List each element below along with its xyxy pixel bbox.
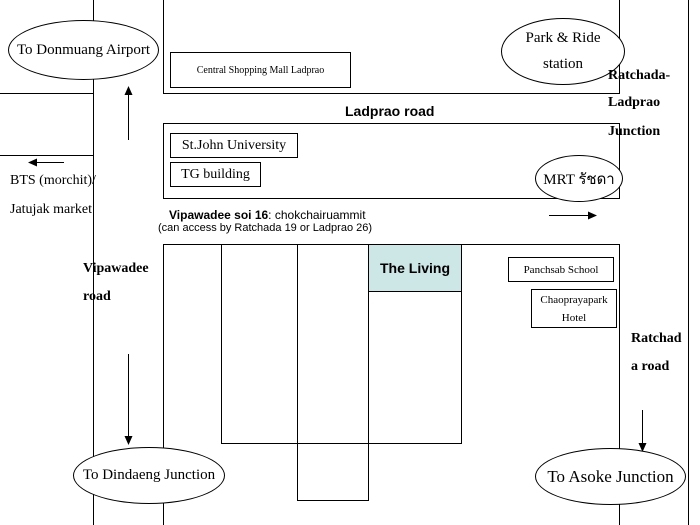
stjohn-university-box[interactable]: St.John University: [170, 133, 298, 158]
junction-label-line3: Junction: [608, 124, 661, 139]
vipawadee-road-label-line1: Vipawadee: [83, 261, 149, 276]
ratchada-road-label-line1: Ratchad: [631, 331, 682, 346]
bts-label-line2: Jatujak market: [10, 202, 93, 217]
arrow-north-head: [124, 86, 133, 95]
arrow-east-head: [588, 211, 597, 220]
mrt-station-label: MRT รัชดา: [543, 171, 615, 188]
mrt-station-oval[interactable]: MRT รัชดา: [535, 155, 623, 202]
soi-access-note: (can access by Ratchada 19 or Ladprao 26…: [158, 222, 373, 234]
ladprao-road-label: Ladprao road: [345, 103, 435, 119]
the-living-label: The Living: [380, 260, 450, 276]
chaoprayapark-label-line1: Chaoprayapark: [540, 293, 608, 306]
panchsab-school-box[interactable]: Panchsab School: [508, 257, 614, 282]
soi-suffix: : chokchairuammit: [268, 208, 366, 222]
donmuang-airport-label: To Donmuang Airport: [16, 41, 151, 58]
arrow-south-left-head: [124, 436, 133, 445]
central-mall-box[interactable]: Central Shopping Mall Ladprao: [170, 52, 351, 88]
soi-lane-mid: [297, 244, 369, 501]
central-mall-label: Central Shopping Mall Ladprao: [196, 64, 325, 76]
chaoprayapark-label-line2: Hotel: [561, 311, 587, 324]
arrow-west-head: [28, 158, 37, 167]
soi-lane-left: [221, 244, 462, 444]
park-ride-station-oval[interactable]: Park & Ride station: [501, 18, 625, 85]
tg-building-label: TG building: [181, 166, 250, 182]
soi-name: Vipawadee soi 16: [169, 208, 269, 222]
park-ride-label-line2: station: [543, 56, 583, 72]
asoke-junction-oval[interactable]: To Asoke Junction: [535, 448, 686, 505]
soi-label: Vipawadee soi 16: chokchairuammit: [169, 209, 366, 221]
arrow-south-right-head: [638, 443, 647, 452]
park-ride-label-line1: Park & Ride: [525, 29, 601, 46]
block-ladprao-soi: [163, 123, 620, 199]
stjohn-university-label: St.John University: [181, 137, 287, 153]
dindaeng-junction-oval[interactable]: To Dindaeng Junction: [73, 447, 225, 504]
the-living-building[interactable]: The Living: [368, 244, 462, 292]
vipawadee-road-label-line2: road: [83, 289, 111, 304]
donmuang-airport-oval[interactable]: To Donmuang Airport: [8, 20, 159, 80]
chaoprayapark-hotel-box[interactable]: Chaoprayapark Hotel: [531, 289, 617, 328]
ratchada-road-label-line2: a road: [631, 359, 670, 374]
junction-label-line2: Ladprao: [608, 95, 661, 110]
asoke-junction-label: To Asoke Junction: [547, 466, 674, 486]
panchsab-school-label: Panchsab School: [523, 263, 599, 276]
tg-building-box[interactable]: TG building: [170, 162, 261, 187]
dindaeng-junction-label: To Dindaeng Junction: [82, 467, 216, 483]
junction-label-line1: Ratchada-: [608, 68, 671, 83]
bts-label-line1: BTS (morchit)/: [10, 173, 96, 188]
